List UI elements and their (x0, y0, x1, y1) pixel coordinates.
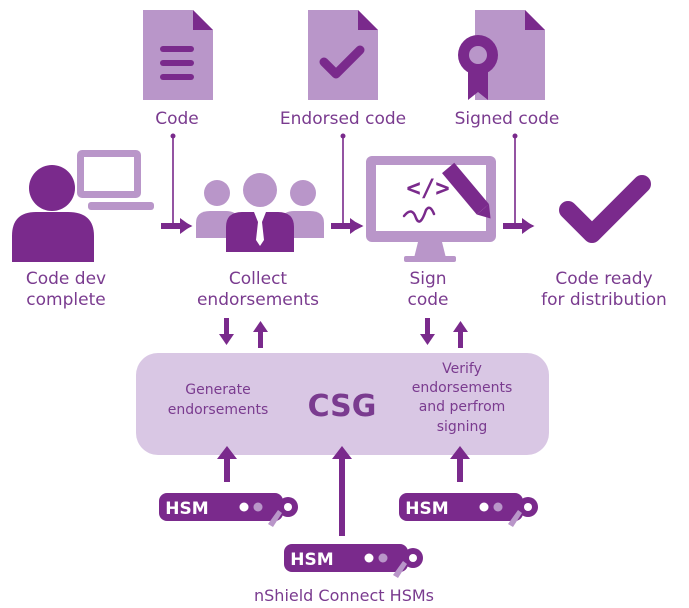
document-seal-icon (458, 10, 545, 100)
checkmark-icon (559, 175, 651, 243)
hsm-unit-right: HSM (399, 493, 538, 527)
doc-label-endorsed: Endorsed code (280, 109, 406, 129)
monitor-code-pen-icon: </> (366, 156, 496, 262)
csg-right-line3: and perfrom (419, 399, 506, 415)
step-code-dev-line2: complete (26, 290, 105, 310)
step-ready-line2: for distribution (541, 290, 667, 310)
hsm-label-left: HSM (165, 499, 208, 519)
step-sign-line2: code (408, 290, 449, 310)
step-sign-line1: Sign (409, 269, 446, 289)
csg-title: CSG (308, 389, 377, 424)
svg-text:</>: </> (406, 174, 449, 202)
hsm-arrows (217, 446, 470, 536)
flow-arrows (161, 218, 533, 234)
csg-exchange-arrows (219, 318, 468, 348)
document-lines-icon (143, 10, 213, 100)
hsm-label-right: HSM (405, 499, 448, 519)
hsm-footer-label: nShield Connect HSMs (254, 586, 434, 605)
document-check-icon (308, 10, 378, 100)
hsm-label-center: HSM (290, 550, 333, 570)
step-collect-line2: endorsements (197, 290, 319, 310)
csg-right-line1: Verify (442, 361, 482, 377)
csg-left-line1: Generate (185, 382, 250, 398)
step-ready-line1: Code ready (555, 269, 652, 289)
step-code-dev-line1: Code dev (26, 269, 106, 289)
csg-right-line4: signing (437, 419, 488, 435)
csg-left-line2: endorsements (168, 402, 269, 418)
step-collect-line1: Collect (229, 269, 288, 289)
csg-box (136, 353, 549, 455)
doc-label-code: Code (155, 109, 199, 129)
hsm-unit-center: HSM (284, 544, 423, 578)
developer-laptop-icon (12, 150, 154, 262)
team-icon (196, 173, 324, 252)
csg-right-line2: endorsements (412, 380, 513, 396)
doc-label-signed: Signed code (455, 109, 560, 129)
hsm-unit-left: HSM (159, 493, 298, 527)
